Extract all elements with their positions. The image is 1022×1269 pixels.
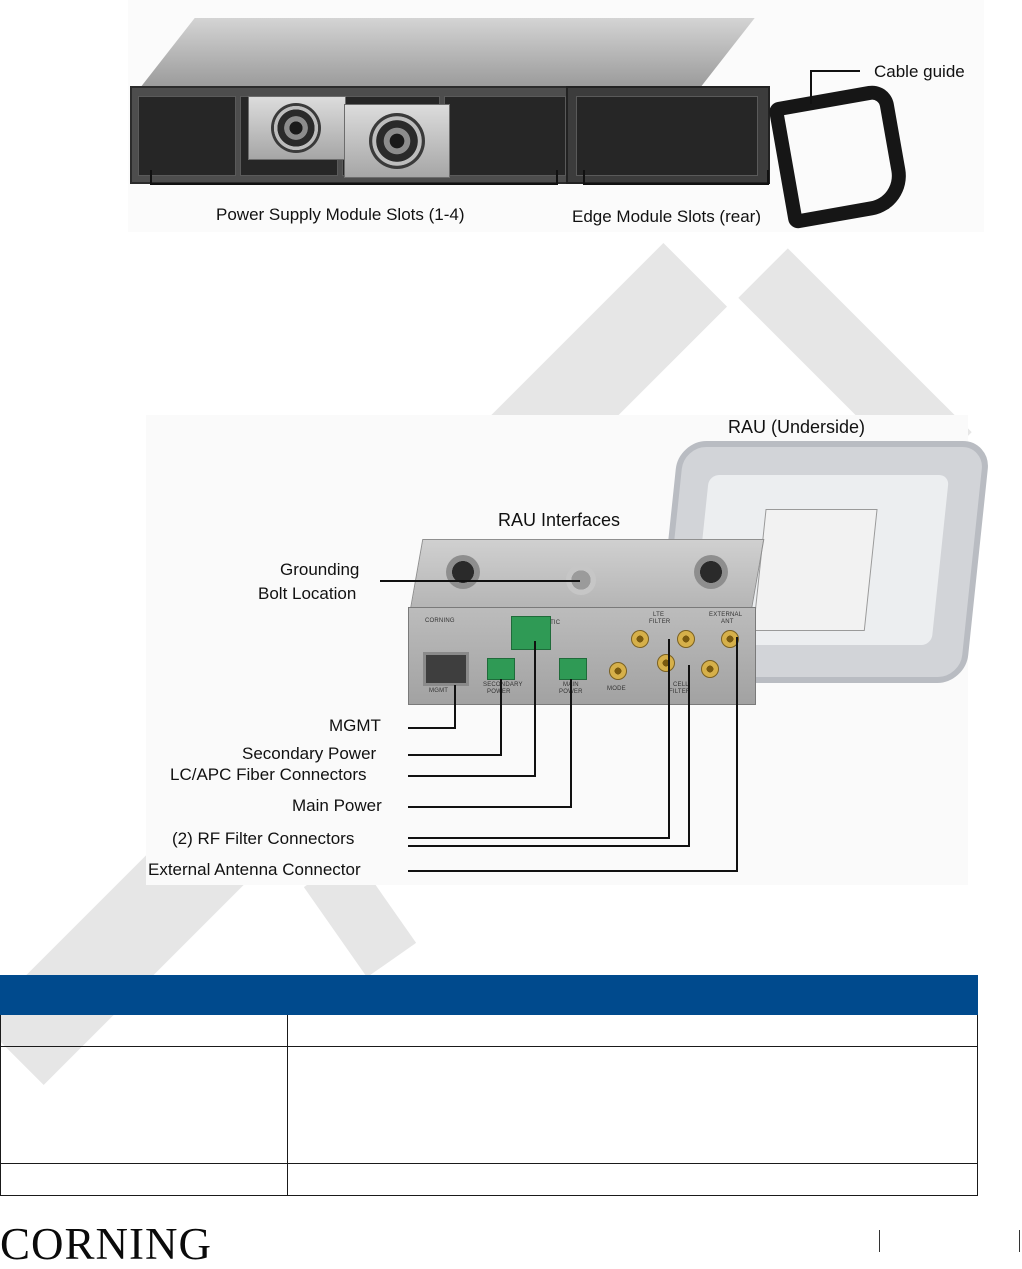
table-cell	[0, 1163, 288, 1196]
main-power-callout: Main Power	[292, 796, 382, 815]
main-power-connector	[559, 658, 587, 680]
table-header-cell	[0, 975, 288, 1015]
psu-slot	[138, 96, 236, 176]
lc-apc-leader	[408, 775, 536, 777]
panel-label-lte-filter: FILTER	[649, 619, 671, 625]
cable-guide-handle	[767, 82, 913, 230]
power-supply-module	[248, 96, 346, 160]
rau-circuit-board	[752, 509, 878, 631]
panel-label-cell: CELL	[673, 682, 689, 688]
panel-label-mgmt: MGMT	[429, 688, 449, 694]
chassis-top-panel	[140, 18, 755, 88]
spec-table	[0, 975, 978, 1196]
rf-filter-leader	[688, 665, 690, 847]
table-row	[0, 1014, 978, 1047]
table-row	[0, 1163, 978, 1196]
grounding-label-line1: Grounding	[280, 560, 360, 579]
grounding-leader	[380, 580, 580, 582]
external-antenna-callout: External Antenna Connector	[148, 860, 361, 879]
mount-bolt-icon	[446, 555, 480, 589]
main-power-leader	[570, 679, 572, 808]
rau-interfaces-figure: RAU (Underside) RAU Interfaces CORNING O…	[146, 415, 991, 885]
edge-module-bracket	[583, 183, 769, 185]
power-supply-slots-label: Power Supply Module Slots (1-4)	[216, 205, 465, 224]
panel-label-mode: MODE	[607, 686, 626, 692]
lc-apc-callout: LC/APC Fiber Connectors	[170, 765, 367, 784]
table-cell	[0, 1046, 288, 1164]
rf-filter-callout: (2) RF Filter Connectors	[172, 829, 355, 848]
panel-label-external: EXTERNAL	[709, 612, 743, 618]
lc-apc-fiber-connector	[511, 616, 551, 650]
panel-label-cell-filter: FILTER	[669, 689, 691, 695]
table-header-row	[0, 975, 978, 1015]
power-supply-module	[344, 104, 450, 178]
mode-connector	[609, 662, 627, 680]
external-antenna-leader	[408, 870, 738, 872]
secondary-power-leader	[408, 754, 502, 756]
lte-filter-connector	[631, 630, 649, 648]
bracket-tick	[583, 170, 585, 184]
table-cell	[287, 1046, 978, 1164]
cable-guide-leader	[810, 70, 812, 104]
secondary-power-callout: Secondary Power	[242, 744, 377, 763]
corning-logo: CORNING	[0, 1219, 213, 1269]
edge-module-bay	[566, 86, 770, 184]
rf-filter-leader	[408, 845, 690, 847]
rau-underside-title: RAU (Underside)	[728, 417, 866, 437]
table-cell	[287, 1163, 978, 1196]
fan-icon	[369, 113, 425, 169]
cell-filter-connector	[701, 660, 719, 678]
mount-bolt-icon	[694, 555, 728, 589]
bracket-tick	[767, 170, 769, 184]
lte-filter-connector	[677, 630, 695, 648]
table-row	[0, 1046, 978, 1164]
panel-label-ant: ANT	[721, 619, 734, 625]
panel-label-lte: LTE	[653, 612, 665, 618]
psu-slot	[444, 96, 566, 176]
bracket-tick	[556, 170, 558, 184]
mgmt-leader	[408, 727, 456, 729]
power-supply-bracket	[150, 183, 558, 185]
mgmt-callout: MGMT	[329, 716, 381, 735]
external-antenna-leader	[736, 637, 738, 872]
edge-module-slots-label: Edge Module Slots (rear)	[572, 207, 761, 226]
lc-apc-leader	[534, 641, 536, 777]
external-antenna-connector	[721, 630, 739, 648]
table-cell	[287, 1014, 978, 1047]
main-power-leader	[408, 806, 572, 808]
mgmt-leader	[454, 685, 456, 729]
rau-interfaces-title: RAU Interfaces	[498, 510, 621, 530]
secondary-power-connector	[487, 658, 515, 680]
secondary-power-leader	[500, 679, 502, 756]
edge-module-slot	[576, 96, 758, 176]
cable-guide-label: Cable guide	[874, 62, 965, 81]
panel-label-secondary: SECONDARY	[483, 682, 523, 688]
table-header-cell	[287, 975, 978, 1015]
fan-icon	[271, 103, 321, 153]
chassis-rear-figure: Cable guide Power Supply Module Slots (1…	[128, 0, 984, 232]
footer-divider	[879, 1230, 880, 1252]
table-cell	[0, 1014, 288, 1047]
footer-divider	[1019, 1230, 1020, 1252]
rau-connector-face: CORNING OPTIC MGMT SECONDARY POWER MAIN …	[408, 607, 756, 705]
rf-filter-leader	[408, 837, 670, 839]
rf-filter-leader	[668, 639, 670, 839]
bracket-tick	[150, 170, 152, 184]
cable-guide-leader	[810, 70, 860, 72]
mgmt-port	[423, 652, 469, 686]
panel-label-secondary-power: POWER	[487, 689, 511, 695]
panel-label-corning: CORNING	[425, 618, 455, 624]
grounding-label-line2: Bolt Location	[258, 584, 357, 603]
cell-filter-connector	[657, 654, 675, 672]
